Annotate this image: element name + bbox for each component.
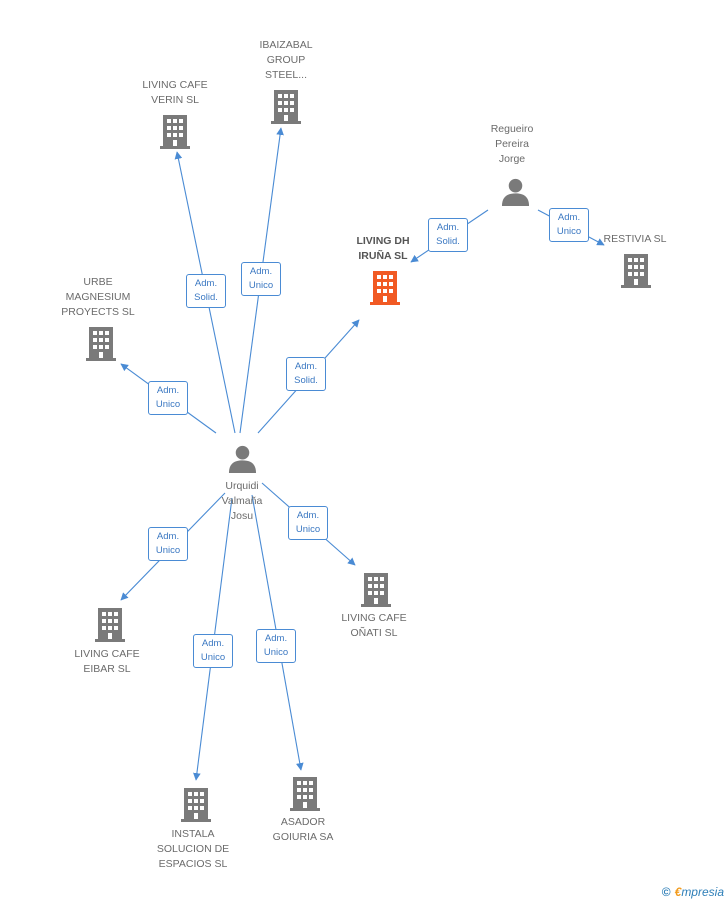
person-icon-urquidi[interactable] [228, 445, 257, 473]
node-label-urquidi[interactable]: Urquidi Valmaña Josu [221, 480, 263, 522]
node-label-living-cafe-verin[interactable]: LIVING CAFE VERIN SL [142, 79, 208, 106]
person-icon-regueiro[interactable] [501, 178, 530, 206]
node-label-living-cafe-onati[interactable]: LIVING CAFE OÑATI SL [341, 612, 407, 639]
building-icon-living-cafe-eibar[interactable] [95, 608, 125, 642]
relation-badge-urbe[interactable]: Adm. Unico [148, 381, 188, 415]
relation-badge-restivia[interactable]: Adm. Unico [549, 208, 589, 242]
relation-badge-verin[interactable]: Adm. Solid. [186, 274, 226, 308]
node-label-ibaizabal[interactable]: IBAIZABAL GROUP STEEL... [259, 39, 313, 81]
edges [120, 127, 605, 781]
node-label-living-cafe-eibar[interactable]: LIVING CAFE EIBAR SL [74, 648, 140, 675]
brand-footer[interactable]: ©€mpresia [662, 885, 724, 899]
node-label-urbe[interactable]: URBE MAGNESIUM PROYECTS SL [61, 276, 135, 318]
node-label-restivia[interactable]: RESTIVIA SL [603, 233, 667, 245]
building-icon-living-cafe-onati[interactable] [361, 573, 391, 607]
relation-badge-eibar[interactable]: Adm. Unico [148, 527, 188, 561]
copyright-icon: © [661, 885, 671, 899]
relation-badge-ibaizabal[interactable]: Adm. Unico [241, 262, 281, 296]
building-icon-asador[interactable] [290, 777, 320, 811]
relation-badge-living-dh-urquidi[interactable]: Adm. Solid. [286, 357, 326, 391]
relation-badge-instala[interactable]: Adm. Unico [193, 634, 233, 668]
building-icon-ibaizabal[interactable] [271, 90, 301, 124]
node-label-living-dh[interactable]: LIVING DH IRUÑA SL [356, 235, 410, 262]
building-icon-living-dh[interactable] [370, 271, 400, 305]
building-icon-instala[interactable] [181, 788, 211, 822]
building-icon-urbe[interactable] [86, 327, 116, 361]
node-label-regueiro[interactable]: Regueiro Pereira Jorge [490, 123, 534, 165]
relation-badge-onati[interactable]: Adm. Unico [288, 506, 328, 540]
brand-initial: € [674, 885, 682, 899]
relation-badge-living-dh-regueiro[interactable]: Adm. Solid. [428, 218, 468, 252]
building-icon-restivia[interactable] [621, 254, 651, 288]
node-label-instala[interactable]: INSTALA SOLUCION DE ESPACIOS SL [156, 828, 230, 870]
nodes [86, 90, 651, 822]
building-icon-living-cafe-verin[interactable] [160, 115, 190, 149]
brand-name: mpresia [681, 885, 724, 899]
relation-badge-asador[interactable]: Adm. Unico [256, 629, 296, 663]
node-label-asador[interactable]: ASADOR GOIURIA SA [272, 816, 334, 843]
